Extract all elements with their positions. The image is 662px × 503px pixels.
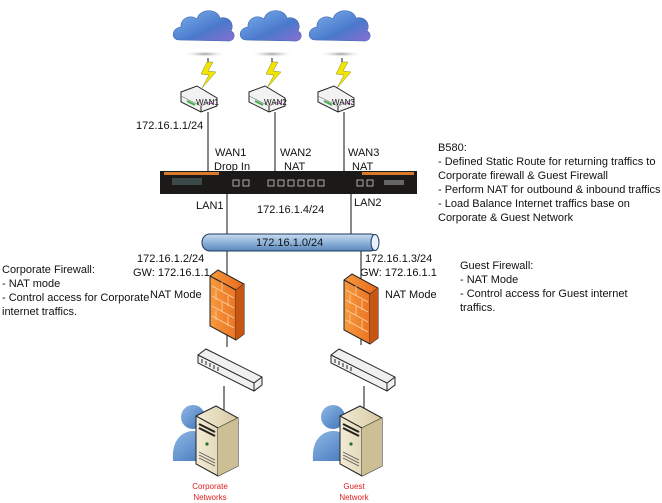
corporate-firewall-icon bbox=[209, 269, 245, 341]
wan3-port-label: WAN3 bbox=[348, 147, 380, 159]
guest-notes-line: traffics. bbox=[460, 302, 496, 314]
corporate-network-label: Corporate Networks bbox=[180, 481, 240, 503]
guest-network-label-line: Network bbox=[339, 493, 369, 502]
internet-cloud-icon bbox=[308, 10, 371, 58]
wan2-port-label: WAN2 bbox=[280, 147, 312, 159]
corporate-notes-line: - Control access for Corporate bbox=[2, 292, 150, 304]
wan2-modem-label: WAN2 bbox=[264, 98, 287, 107]
corporate-switch-icon bbox=[197, 348, 263, 392]
guest-notes-line: - NAT Mode bbox=[460, 274, 519, 286]
wan3-mode-label: NAT bbox=[352, 161, 374, 173]
guest-network-label-line: Guest bbox=[343, 482, 365, 491]
wan3-modem-label: WAN3 bbox=[332, 98, 355, 107]
b580-router-icon bbox=[160, 171, 417, 194]
corporate-mode: NAT Mode bbox=[150, 289, 202, 301]
guest-network-label: Guest Network bbox=[324, 481, 384, 503]
corporate-network-label-line: Networks bbox=[193, 493, 227, 502]
b580-notes-line: - Defined Static Route for returning tra… bbox=[438, 156, 656, 168]
lightning-link-icon bbox=[265, 61, 282, 89]
corporate-network-label-line: Corporate bbox=[192, 482, 228, 491]
internet-cloud-icon bbox=[239, 10, 302, 58]
corporate-notes-line: - NAT mode bbox=[2, 278, 61, 290]
b580-notes-line: - Load Balance Internet traffics base on bbox=[438, 198, 630, 210]
guest-gateway: GW: 172.16.1.1 bbox=[360, 267, 437, 279]
wan1-ip-label: 172.16.1.1/24 bbox=[136, 120, 204, 132]
b580-notes-line: Corporate firewall & Guest Firewall bbox=[438, 170, 608, 182]
corporate-server-icon bbox=[195, 405, 239, 477]
corporate-notes-line: internet traffics. bbox=[2, 306, 77, 318]
corporate-firewall-ip: 172.16.1.2/24 bbox=[137, 253, 205, 265]
subnet-pipe bbox=[201, 233, 380, 252]
guest-firewall-icon bbox=[343, 273, 379, 345]
b580-notes-line: - Perform NAT for outbound & inbound tra… bbox=[438, 184, 661, 196]
router-lan-ip: 172.16.1.4/24 bbox=[257, 204, 325, 216]
wan2-mode-label: NAT bbox=[284, 161, 306, 173]
b580-notes-title: B580: bbox=[438, 142, 467, 154]
subnet-label: 172.16.1.0/24 bbox=[256, 237, 324, 249]
lightning-link-icon bbox=[200, 61, 217, 89]
guest-notes-line: - Control access for Guest internet bbox=[460, 288, 628, 300]
wan1-mode-label: Drop In bbox=[214, 161, 251, 173]
guest-mode: NAT Mode bbox=[385, 289, 437, 301]
corporate-firewall-notes: Corporate Firewall: - NAT mode - Control… bbox=[2, 263, 152, 319]
wan1-port-label: WAN1 bbox=[215, 147, 247, 159]
corporate-notes-title: Corporate Firewall: bbox=[2, 264, 95, 276]
wan1-modem-label: WAN1 bbox=[196, 98, 219, 107]
lan2-label: LAN2 bbox=[354, 197, 382, 209]
corporate-gateway: GW: 172.16.1.1 bbox=[133, 267, 210, 279]
b580-notes: B580: - Defined Static Route for returni… bbox=[438, 141, 662, 225]
lightning-link-icon bbox=[335, 61, 352, 89]
guest-server-icon bbox=[339, 405, 383, 477]
guest-switch-icon bbox=[330, 348, 396, 392]
internet-cloud-icon bbox=[172, 10, 235, 58]
guest-firewall-ip: 172.16.1.3/24 bbox=[365, 253, 433, 265]
lan1-label: LAN1 bbox=[196, 200, 224, 212]
b580-notes-line: Corporate & Guest Network bbox=[438, 212, 574, 224]
guest-firewall-notes: Guest Firewall: - NAT Mode - Control acc… bbox=[460, 259, 660, 315]
guest-notes-title: Guest Firewall: bbox=[460, 260, 534, 272]
